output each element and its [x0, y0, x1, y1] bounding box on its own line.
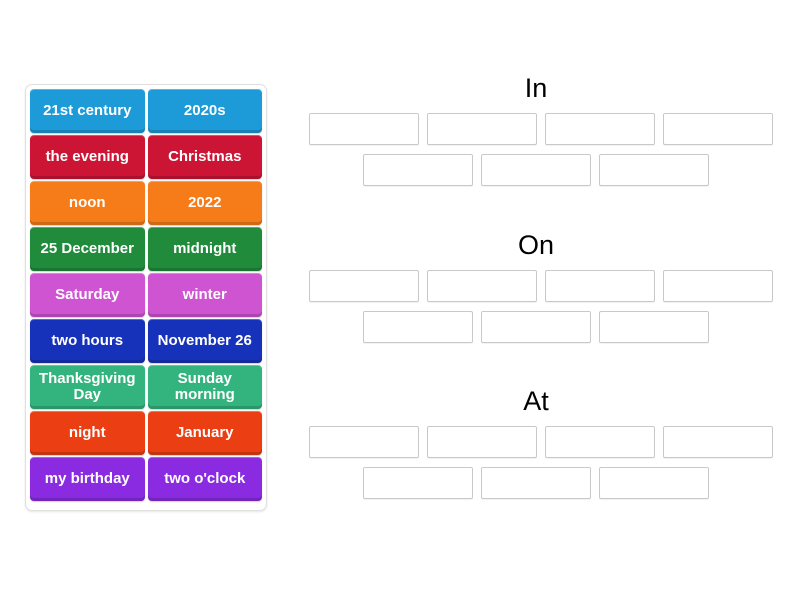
answer-tile-label: January — [175, 424, 234, 442]
answer-tile-label: 2022 — [188, 194, 222, 212]
drop-slot[interactable] — [662, 426, 773, 459]
drop-slot[interactable] — [662, 270, 773, 303]
answer-tile-label: winter — [182, 286, 227, 304]
drop-slot[interactable] — [599, 311, 709, 344]
answer-tile-label: Saturday — [55, 286, 120, 304]
answer-tile[interactable]: Sunday morning — [147, 365, 262, 409]
drop-slot[interactable] — [599, 154, 709, 187]
drop-slot[interactable] — [363, 154, 473, 187]
drop-slot[interactable] — [308, 270, 419, 303]
answer-tile[interactable]: November 26 — [147, 319, 262, 363]
answer-tile[interactable]: 2020s — [147, 89, 262, 133]
category-group-at: At — [296, 386, 776, 500]
answer-tile-label: Thanksgiving Day — [38, 370, 136, 403]
answer-tile-label: the evening — [45, 148, 129, 166]
answer-tile-label: two o'clock — [164, 470, 246, 488]
drop-slot[interactable] — [426, 426, 537, 459]
category-group-in: In — [296, 73, 776, 187]
drop-slot[interactable] — [308, 426, 419, 459]
answer-tile[interactable]: 2022 — [147, 181, 262, 225]
category-title-in: In — [524, 73, 548, 103]
answer-tile-label: midnight — [173, 240, 237, 258]
drop-row-on-1 — [296, 270, 776, 303]
drop-slot[interactable] — [481, 311, 591, 344]
category-title-at: At — [523, 386, 549, 416]
answer-tile[interactable]: January — [147, 411, 262, 455]
answer-tile[interactable]: Christmas — [147, 135, 262, 179]
answer-tile[interactable]: 21st century — [30, 89, 145, 133]
drop-slot[interactable] — [308, 113, 419, 146]
drop-row-in-1 — [296, 113, 776, 146]
drop-row-at-1 — [296, 426, 776, 459]
answer-tile[interactable]: my birthday — [30, 457, 145, 501]
answer-tile[interactable]: two o'clock — [147, 457, 262, 501]
answer-tile-grid: 21st century 2020s the evening Christmas noo… — [30, 89, 262, 501]
drop-row-at-2 — [296, 467, 776, 500]
drop-slot[interactable] — [599, 467, 709, 500]
answer-tile[interactable]: night — [30, 411, 145, 455]
answer-tile[interactable]: winter — [147, 273, 262, 317]
answer-tile-label: 21st century — [43, 102, 132, 120]
answer-tile[interactable]: Saturday — [30, 273, 145, 317]
drop-slot[interactable] — [662, 113, 773, 146]
answer-tile-tray: 21st century 2020s the evening Christmas noo… — [25, 84, 267, 511]
answer-tile[interactable]: noon — [30, 181, 145, 225]
drop-slot[interactable] — [544, 113, 655, 146]
answer-tile[interactable]: two hours — [30, 319, 145, 363]
drop-row-in-2 — [296, 154, 776, 187]
drop-slot[interactable] — [544, 270, 655, 303]
answer-tile-label: November 26 — [157, 332, 252, 350]
answer-tile-label: 2020s — [183, 102, 226, 120]
answer-tile[interactable]: midnight — [147, 227, 262, 271]
drop-slot[interactable] — [363, 467, 473, 500]
answer-tile-label: 25 December — [40, 240, 134, 258]
answer-tile-label: Sunday morning — [174, 370, 235, 403]
drop-slot[interactable] — [544, 426, 655, 459]
drop-slot[interactable] — [426, 270, 537, 303]
drop-slot[interactable] — [481, 154, 591, 187]
answer-tile-label: my birthday — [44, 470, 130, 488]
answer-tile-label: noon — [68, 194, 106, 212]
answer-tile-label: Christmas — [168, 148, 242, 166]
drop-slot[interactable] — [363, 311, 473, 344]
answer-tile-label: two hours — [51, 332, 124, 350]
answer-tile[interactable]: Thanksgiving Day — [30, 365, 145, 409]
answer-tile[interactable]: the evening — [30, 135, 145, 179]
answer-tile-label: night — [68, 424, 106, 442]
category-group-on: On — [296, 230, 776, 344]
drop-row-on-2 — [296, 311, 776, 344]
drop-slot[interactable] — [426, 113, 537, 146]
answer-tile[interactable]: 25 December — [30, 227, 145, 271]
drop-slot[interactable] — [481, 467, 591, 500]
category-title-on: On — [517, 230, 555, 260]
